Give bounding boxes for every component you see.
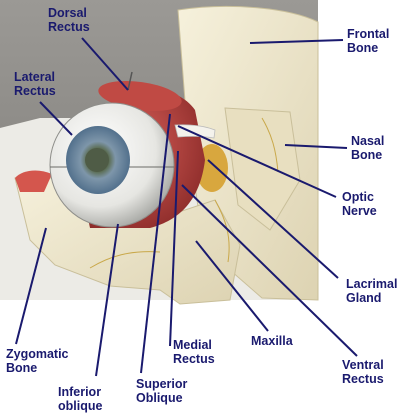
label-superior-oblique: Superior Oblique bbox=[136, 377, 188, 405]
label-lacrimal-gland: Lacrimal Gland bbox=[346, 277, 398, 305]
leader-lines bbox=[15, 37, 358, 377]
leader-inferior-oblique bbox=[95, 223, 119, 377]
label-inferior-oblique: Inferior oblique bbox=[58, 385, 103, 413]
leader-ventral-rectus bbox=[181, 184, 358, 357]
label-ventral-rectus: Ventral Rectus bbox=[342, 358, 384, 386]
leader-zygomatic-bone bbox=[15, 227, 47, 345]
leader-medial-rectus bbox=[169, 150, 179, 347]
nasal-bone-shape bbox=[224, 107, 301, 231]
pupil-shape bbox=[85, 148, 109, 172]
leader-optic-nerve bbox=[177, 125, 337, 198]
leader-lacrimal-gland bbox=[207, 159, 339, 279]
label-dorsal-rectus: Dorsal Rectus bbox=[48, 6, 90, 34]
label-medial-rectus: Medial Rectus bbox=[173, 338, 215, 366]
label-frontal-bone: Frontal Bone bbox=[347, 27, 390, 55]
leader-frontal-bone bbox=[249, 39, 344, 44]
label-nasal-bone: Nasal Bone bbox=[351, 134, 385, 162]
label-zygomatic-bone: Zygomatic Bone bbox=[6, 347, 69, 375]
leader-lateral-rectus bbox=[39, 101, 73, 136]
leader-dorsal-rectus bbox=[81, 37, 129, 91]
label-optic-nerve: Optic Nerve bbox=[342, 190, 377, 218]
leader-superior-oblique bbox=[140, 113, 171, 374]
label-maxilla: Maxilla bbox=[251, 334, 293, 348]
leader-maxilla bbox=[195, 240, 269, 332]
leader-nasal-bone bbox=[284, 144, 348, 149]
label-lateral-rectus: Lateral Rectus bbox=[14, 70, 56, 98]
zygomatic-rim bbox=[15, 170, 52, 192]
